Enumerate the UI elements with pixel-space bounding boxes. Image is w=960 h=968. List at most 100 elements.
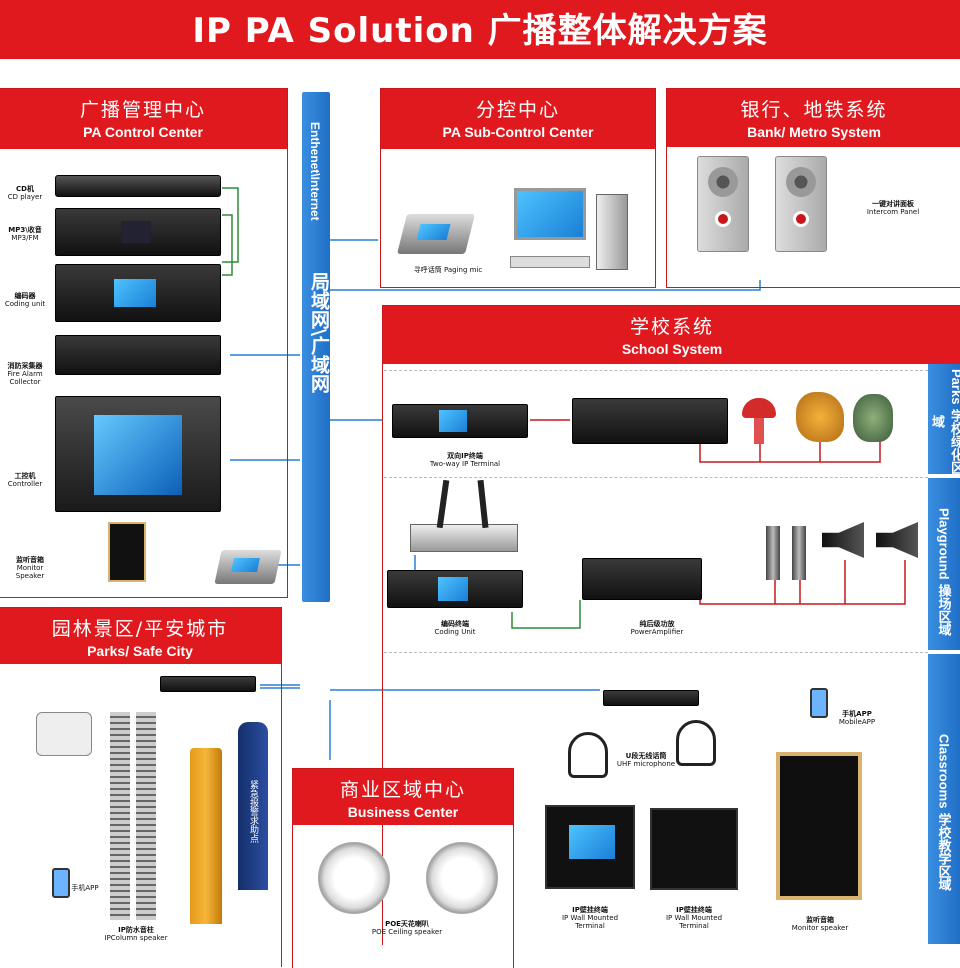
- business-header: 商业区域中心 Business Center: [293, 769, 513, 825]
- emergency-pole-orange: [190, 748, 222, 924]
- school-title-en: School System: [621, 341, 723, 357]
- pa-control-title-en: PA Control Center: [83, 124, 203, 140]
- school-network-switch: [603, 690, 699, 706]
- pa-control-title-cn: 广播管理中心: [79, 99, 206, 121]
- parks-header: 园林景区/平安城市 Parks/ Safe City: [0, 608, 281, 664]
- business-title-en: Business Center: [347, 804, 459, 820]
- rock-speaker-2: [853, 394, 893, 442]
- school-header: 学校系统 School System: [383, 306, 960, 364]
- outdoor-amp-box: [36, 712, 92, 756]
- zone-classrooms: Classrooms 学校教学区域: [928, 654, 960, 944]
- business-center: 商业区域中心 Business Center: [292, 768, 514, 968]
- zone-divider-1: [384, 370, 928, 371]
- cd-player-device: [55, 175, 221, 197]
- zone-playground-cn: 操场区域: [936, 583, 952, 636]
- parks-network-switch: [160, 676, 256, 692]
- keyboard: [510, 256, 590, 268]
- amplifier-rack-device: [572, 398, 728, 444]
- ceiling-speaker-1: [318, 842, 390, 914]
- uhf-mic-1: [568, 732, 608, 778]
- zone-playground-en: Playground: [936, 508, 952, 580]
- uhf-mic-2: [676, 720, 716, 766]
- pa-control-header: 广播管理中心 PA Control Center: [0, 89, 287, 149]
- classroom-monitor-speaker: [776, 752, 862, 900]
- bank-metro-header: 银行、地铁系统 Bank/ Metro System: [667, 89, 960, 147]
- pa-control-center: 广播管理中心 PA Control Center: [0, 88, 288, 598]
- zone-classrooms-cn: 学校教学区域: [936, 812, 952, 891]
- wireless-mic-receiver: [410, 524, 518, 552]
- bank-metro-system: 银行、地铁系统 Bank/ Metro System: [666, 88, 960, 288]
- sub-control-center: 分控中心 PA Sub-Control Center: [380, 88, 656, 288]
- wall-terminal-1-device: [545, 805, 635, 889]
- column-speaker-a: [766, 526, 780, 580]
- backbone-en: Enthenet\Internet: [308, 122, 322, 221]
- network-backbone: Enthenet\Internet 局域网\广域网: [302, 92, 330, 602]
- school-title-cn: 学校系统: [629, 316, 714, 338]
- power-amplifier-device: [582, 558, 702, 600]
- column-speaker-right: [136, 712, 156, 920]
- zone-playground: Playground 操场区域: [928, 478, 960, 650]
- zone-parks-en: Parks: [949, 368, 960, 404]
- title-bar: IP PA Solution 广播整体解决方案: [0, 0, 960, 62]
- bank-metro-title-en: Bank/ Metro System: [747, 124, 881, 140]
- column-speaker-left: [110, 712, 130, 920]
- zone-parks: Parks 学校绿化区域: [928, 364, 960, 474]
- fire-alarm-device: [55, 335, 221, 375]
- mp3-device: [55, 208, 221, 256]
- wall-terminal-2-device: [650, 808, 738, 890]
- zone-parks-cn: 学校绿化区域: [930, 408, 960, 474]
- help-point-text: 紧急报警求助点: [248, 780, 258, 843]
- monitor-speaker-device: [108, 522, 146, 582]
- column-speaker-b: [792, 526, 806, 580]
- desktop-monitor: [514, 188, 586, 240]
- emergency-help-point: 紧急报警求助点: [238, 722, 268, 890]
- ceiling-speaker-2: [426, 842, 498, 914]
- controller-device: [55, 396, 221, 512]
- zone-classrooms-en: Classrooms: [936, 734, 952, 809]
- mushroom-speaker: [742, 398, 776, 444]
- desktop-tower: [596, 194, 628, 270]
- sub-control-title-en: PA Sub-Control Center: [442, 124, 594, 140]
- bank-metro-title-cn: 银行、地铁系统: [740, 99, 888, 121]
- zone-divider-3: [384, 652, 928, 653]
- page-title: IP PA Solution 广播整体解决方案: [192, 11, 768, 51]
- school-system: 学校系统 School System: [382, 305, 960, 945]
- mobile-app-icon-parks: [52, 868, 70, 898]
- parks-safe-city: 园林景区/平安城市 Parks/ Safe City: [0, 607, 282, 967]
- two-way-terminal-device: [392, 404, 528, 438]
- parks-title-en: Parks/ Safe City: [87, 643, 193, 659]
- zone-divider-2: [384, 477, 928, 478]
- paging-mic-label: 寻呼话筒 Paging mic: [413, 266, 483, 274]
- business-title-cn: 商业区域中心: [339, 779, 466, 801]
- intercom-panel-2: [775, 156, 827, 252]
- coding-unit-device: [55, 264, 221, 322]
- mobile-app-icon-school: [810, 688, 828, 718]
- paging-mic-device-left: [214, 550, 282, 584]
- sub-control-title-cn: 分控中心: [475, 99, 560, 121]
- sub-control-header: 分控中心 PA Sub-Control Center: [381, 89, 655, 149]
- mobile-app-label-parks: 手机APP: [71, 884, 99, 892]
- coding-terminal-device: [387, 570, 523, 608]
- paging-mic-device: [397, 214, 475, 254]
- parks-title-cn: 园林景区/平安城市: [51, 618, 229, 640]
- rock-speaker-1: [796, 392, 844, 442]
- intercom-panel-1: [697, 156, 749, 252]
- backbone-cn: 局域网\广域网: [308, 272, 330, 393]
